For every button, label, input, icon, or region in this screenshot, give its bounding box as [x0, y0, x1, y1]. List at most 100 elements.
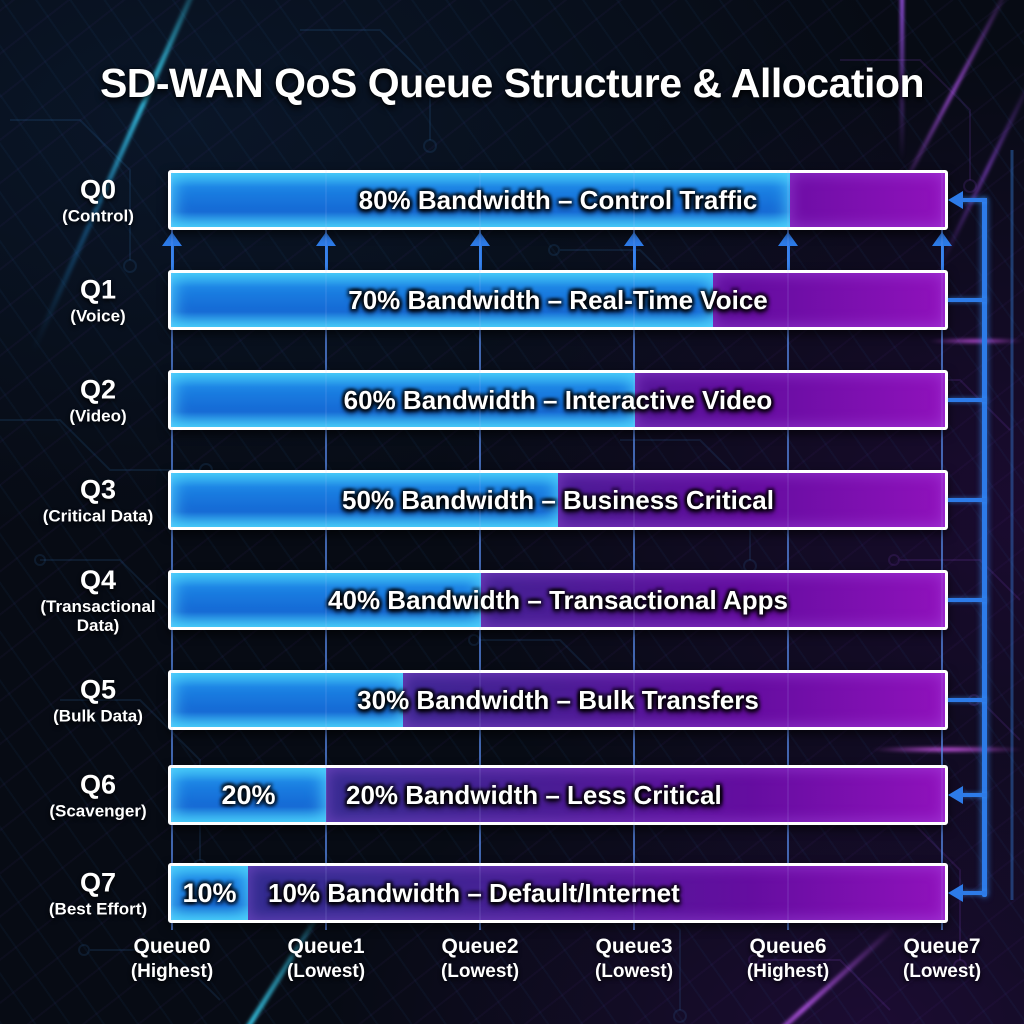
remaining-bandwidth-segment: [403, 673, 945, 727]
feedback-loop-line: [982, 198, 987, 897]
queue-row: Q6 (Scavenger) 20% 20% Bandwidth – Less …: [0, 765, 1024, 825]
feedback-stub: [948, 598, 987, 602]
bandwidth-bar: 20% 20% Bandwidth – Less Critical: [168, 765, 948, 825]
bar-label: 50% Bandwidth – Business Critical: [341, 484, 774, 515]
bandwidth-bar: 50% Bandwidth – Business Critical: [168, 470, 948, 530]
gridline: [325, 170, 327, 930]
queue-label: Q1 (Voice): [24, 274, 172, 325]
queue-row: Q5 (Bulk Data) 30% Bandwidth – Bulk Tran…: [0, 670, 1024, 730]
percent-cell-label: 20%: [221, 779, 276, 810]
x-axis-label: Queue7 (Lowest): [867, 934, 1017, 984]
x-axis-queue-name: Queue3: [595, 935, 673, 958]
up-arrow-stem: [632, 245, 636, 270]
remaining-bandwidth-segment: [558, 473, 945, 527]
x-axis-label: Queue2 (Lowest): [405, 934, 555, 984]
gridline: [941, 170, 943, 930]
queue-row: Q1 (Voice) 70% Bandwidth – Real-Time Voi…: [0, 270, 1024, 330]
bar-label: 40% Bandwidth – Transactional Apps: [328, 584, 788, 615]
up-arrow-icon: [932, 232, 952, 246]
x-axis-priority: (Lowest): [286, 961, 366, 983]
queue-label: Q2 (Video): [24, 374, 172, 425]
up-arrow-icon: [316, 232, 336, 246]
gridline: [787, 170, 789, 930]
queue-label: Q6 (Scavenger): [24, 769, 172, 820]
queue-name: Q1: [79, 274, 117, 305]
queue-label: Q5 (Bulk Data): [24, 674, 172, 725]
page-title: SD-WAN QoS Queue Structure & Allocation: [99, 60, 925, 106]
allocated-bandwidth-segment: [171, 573, 481, 627]
up-arrow-stem: [786, 245, 790, 270]
bandwidth-bar: 60% Bandwidth – Interactive Video: [168, 370, 948, 430]
queue-label: Q0 (Control): [24, 174, 172, 225]
x-axis-priority: (Highest): [746, 961, 830, 983]
queue-category: (Voice): [70, 306, 126, 326]
queue-category: (Best Effort): [48, 899, 148, 919]
bandwidth-bar: 40% Bandwidth – Transactional Apps: [168, 570, 948, 630]
x-axis-queue-name: Queue2: [441, 935, 519, 958]
x-axis-priority: (Lowest): [902, 961, 982, 983]
remaining-bandwidth-segment: [481, 573, 945, 627]
allocated-bandwidth-segment: [171, 673, 403, 727]
feedback-stub: [960, 891, 987, 895]
bar-label: 70% Bandwidth – Real-Time Voice: [348, 284, 768, 315]
up-arrow-icon: [162, 232, 182, 246]
bandwidth-bar: 10% 10% Bandwidth – Default/Internet: [168, 863, 948, 923]
neon-glow-purple: [870, 746, 1024, 753]
left-arrow-icon: [948, 884, 963, 902]
x-axis-queue-name: Queue1: [287, 935, 365, 958]
bar-label: 80% Bandwidth – Control Traffic: [358, 184, 758, 215]
bandwidth-bar: 30% Bandwidth – Bulk Transfers: [168, 670, 948, 730]
x-axis-label: Queue0 (Highest): [97, 934, 247, 984]
queue-label: Q7 (Best Effort): [24, 867, 172, 918]
queue-category: (Control): [62, 206, 134, 226]
queue-name: Q0: [79, 174, 117, 205]
queue-name: Q7: [79, 867, 117, 898]
up-arrow-icon: [778, 232, 798, 246]
gridline: [171, 170, 173, 930]
x-axis-label: Queue1 (Lowest): [251, 934, 401, 984]
queue-category: (Transactional Data): [40, 597, 156, 636]
feedback-stub: [960, 198, 987, 202]
x-axis-queue-name: Queue7: [903, 935, 981, 958]
remaining-bandwidth-segment: [248, 866, 945, 920]
queue-name: Q6: [79, 769, 117, 800]
feedback-stub: [948, 498, 987, 502]
queue-category: (Critical Data): [42, 506, 154, 526]
allocated-bandwidth-segment: [171, 173, 790, 227]
queue-category: (Bulk Data): [53, 706, 143, 726]
bar-label: 60% Bandwidth – Interactive Video: [343, 384, 773, 415]
up-arrow-icon: [624, 232, 644, 246]
allocated-bandwidth-segment: [171, 473, 558, 527]
queue-row: Q0 (Control) 80% Bandwidth – Control Tra…: [0, 170, 1024, 230]
queue-name: Q5: [79, 674, 117, 705]
x-axis-label: Queue3 (Lowest): [559, 934, 709, 984]
x-axis-priority: (Lowest): [594, 961, 674, 983]
feedback-stub: [960, 793, 987, 797]
bar-label: 30% Bandwidth – Bulk Transfers: [357, 684, 759, 715]
queue-category: (Video): [69, 406, 127, 426]
percent-cell-label: 10%: [182, 877, 237, 908]
queue-label: Q3 (Critical Data): [24, 474, 172, 525]
feedback-stub: [948, 698, 987, 702]
allocated-bandwidth-segment: [171, 373, 635, 427]
x-axis-priority: (Lowest): [440, 961, 520, 983]
bar-label: 20% Bandwidth – Less Critical: [346, 779, 722, 810]
up-arrow-stem: [478, 245, 482, 270]
feedback-stub: [948, 298, 987, 302]
queue-row: Q3 (Critical Data) 50% Bandwidth – Busin…: [0, 470, 1024, 530]
remaining-bandwidth-segment: [326, 768, 945, 822]
x-axis-queue-name: Queue6: [749, 935, 827, 958]
allocated-bandwidth-segment: [171, 273, 713, 327]
feedback-stub: [948, 398, 987, 402]
queue-row: Q4 (Transactional Data) 40% Bandwidth – …: [0, 565, 1024, 635]
remaining-bandwidth-segment: [713, 273, 945, 327]
x-axis-label: Queue6 (Highest): [713, 934, 863, 984]
bandwidth-bar: 80% Bandwidth – Control Traffic: [168, 170, 948, 230]
gridline: [633, 170, 635, 930]
x-axis-queue-name: Queue0: [133, 935, 211, 958]
queue-label: Q4 (Transactional Data): [24, 565, 172, 635]
up-arrow-stem: [940, 245, 944, 270]
up-arrow-stem: [170, 245, 174, 270]
queue-row: Q2 (Video) 60% Bandwidth – Interactive V…: [0, 370, 1024, 430]
